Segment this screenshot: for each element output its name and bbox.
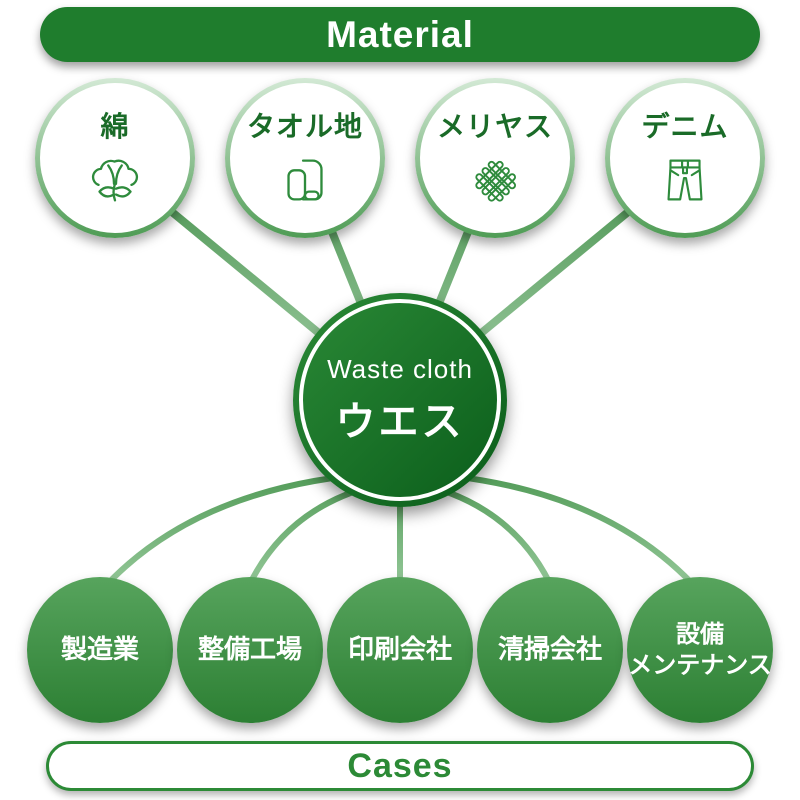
material-circle-denim: デニム: [605, 78, 765, 238]
material-circle-knit: メリヤス: [415, 78, 575, 238]
center-circle-waste-cloth: Waste cloth ウエス: [293, 293, 507, 507]
knit-icon: [464, 149, 526, 211]
cotton-icon: [84, 149, 146, 211]
cases-banner-label: Cases: [347, 746, 453, 785]
material-circle-cotton: 綿: [35, 78, 195, 238]
case-label-equipment-maintenance-line1: 設備: [676, 620, 724, 648]
case-circle-cleaning-company: 清掃会社: [477, 577, 623, 723]
towel-icon: [274, 149, 336, 211]
material-label-knit: メリヤス: [436, 111, 553, 142]
material-circle-denim-inner: デニム: [610, 83, 760, 233]
material-circle-knit-inner: メリヤス: [420, 83, 570, 233]
material-label-cotton: 綿: [100, 111, 130, 142]
center-subtitle: Waste cloth: [327, 353, 473, 384]
case-label-cleaning-company: 清掃会社: [497, 634, 602, 665]
material-label-towel: タオル地: [246, 111, 363, 142]
center-title: ウエス: [335, 399, 465, 444]
case-label-equipment-maintenance-line2: メンテナンス: [628, 652, 772, 679]
material-banner-label: Material: [326, 13, 474, 55]
case-circle-printing-company: 印刷会社: [327, 577, 473, 723]
case-label-printing-company: 印刷会社: [347, 634, 452, 665]
material-circle-cotton-inner: 綿: [40, 83, 190, 233]
case-circle-maintenance-shop: 整備工場: [177, 577, 323, 723]
denim-icon: [654, 149, 716, 211]
case-circle-equipment-maintenance: 設備 メンテナンス: [627, 577, 773, 723]
case-circle-manufacturing: 製造業: [27, 577, 173, 723]
material-banner: Material: [40, 7, 760, 62]
case-label-manufacturing: 製造業: [60, 634, 139, 665]
case-label-maintenance-shop: 整備工場: [197, 634, 302, 665]
material-circle-towel-inner: タオル地: [230, 83, 380, 233]
material-circle-towel: タオル地: [225, 78, 385, 238]
cases-banner: Cases: [46, 741, 754, 791]
material-label-denim: デニム: [641, 111, 729, 142]
